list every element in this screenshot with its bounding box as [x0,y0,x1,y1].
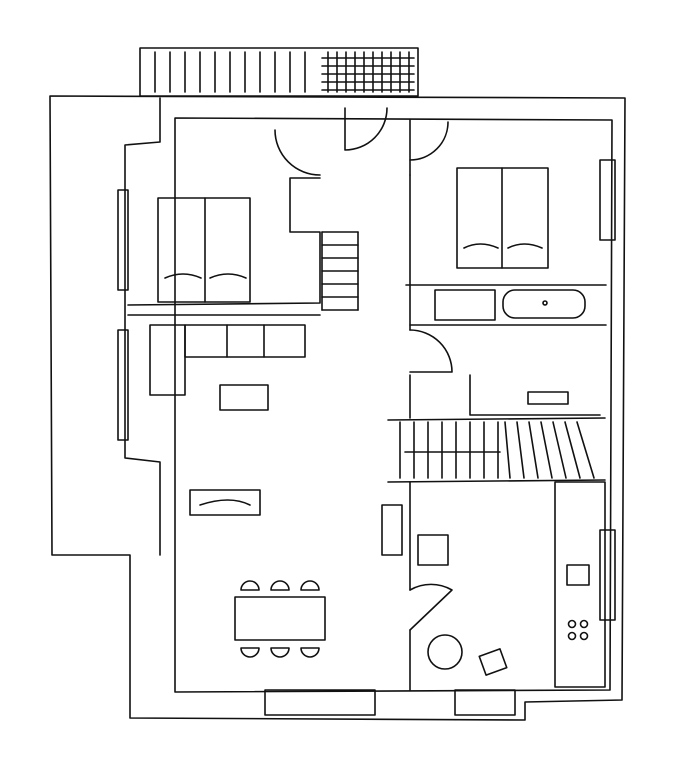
chair [301,648,319,657]
doors [275,108,452,630]
sofa-icon [150,325,305,395]
chair [271,581,289,590]
chair [271,648,289,657]
round-table [428,635,462,669]
chair [301,581,319,590]
bed-icon [457,168,548,268]
stair-step [517,422,524,478]
armchair [479,649,507,675]
chair [241,648,259,657]
stair-step [577,422,594,478]
fireplace [190,490,260,515]
bathtub-icon [503,290,585,318]
fixture [528,392,568,404]
balcony-frame [140,48,418,96]
door-swing-icon [410,584,452,630]
kitchen-counter [418,482,605,687]
balcony [140,48,418,96]
stairs-icon [322,232,358,310]
door-swing-icon [345,108,387,150]
chair [241,581,259,590]
stair-step [553,422,566,478]
stairs-icon [400,422,594,478]
door-swing-icon [410,122,448,160]
coffee-table [220,385,268,410]
furniture [118,160,615,715]
stair-step [565,422,580,478]
cabinet [382,505,402,555]
door-swing-icon [410,330,452,372]
outer-walls [50,96,625,720]
sink-icon [567,565,589,585]
bed-icon [158,198,250,302]
windows [118,160,615,715]
vanity [435,290,495,320]
interior-walls [128,120,606,690]
stove-icon [569,621,588,640]
stair-step [541,422,552,478]
door-swing-icon [275,130,320,175]
stair-step [505,422,510,478]
stair-step [529,422,538,478]
dining-table-icon [235,581,325,657]
